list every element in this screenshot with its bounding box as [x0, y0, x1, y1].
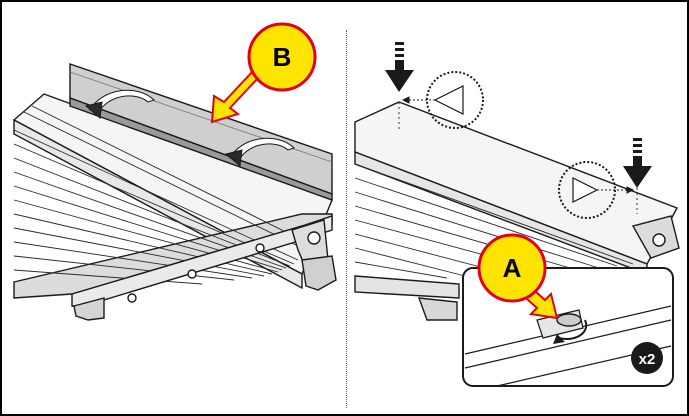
right-illustration: x2 A: [354, 42, 680, 387]
eye-icon: [558, 161, 635, 219]
callout-a: A: [477, 233, 559, 320]
left-illustration: B: [12, 22, 337, 321]
quantity-badge: x2: [639, 351, 656, 368]
panel-divider: [346, 30, 347, 408]
right-step-panel: x2 A: [347, 2, 687, 414]
callout-b-label: B: [273, 42, 292, 72]
cover-frame: [354, 215, 680, 321]
cover-frame: [71, 215, 337, 321]
tonneau-cover: [12, 93, 333, 299]
left-step-panel: B: [2, 2, 345, 414]
callout-a-label: A: [503, 253, 522, 283]
curved-arrow-icon: [84, 89, 155, 119]
eye-icon: [401, 71, 484, 129]
alignment-guides: [398, 102, 638, 214]
curved-arrow-icon: [224, 137, 295, 167]
down-arrow-icon: [623, 138, 652, 188]
callout-b: B: [210, 22, 317, 124]
down-arrow-icon: [385, 42, 414, 92]
